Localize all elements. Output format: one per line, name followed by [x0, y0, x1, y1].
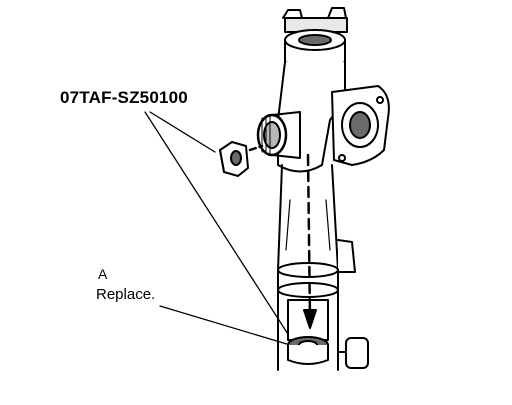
collar-rings	[277, 262, 339, 298]
install-centerline	[306, 153, 312, 322]
callout-a-leader	[159, 305, 291, 346]
callout-a-text: Replace.	[96, 286, 156, 303]
replace-seal-part-a	[287, 336, 329, 365]
tool-number-label: 07TAF-SZ50100	[60, 88, 188, 107]
upper-housing	[277, 61, 346, 173]
side-lug	[337, 239, 356, 273]
callout-a-letter: A	[98, 266, 108, 282]
install-arrow	[303, 309, 317, 329]
top-bracket	[282, 7, 348, 33]
tool-to-port-dash	[248, 144, 264, 152]
threaded-side-port	[256, 111, 301, 159]
right-flange	[331, 85, 390, 166]
tool-leader-lines	[144, 111, 296, 346]
special-tool-07taf	[219, 141, 249, 177]
adjuster-knob	[337, 337, 369, 369]
